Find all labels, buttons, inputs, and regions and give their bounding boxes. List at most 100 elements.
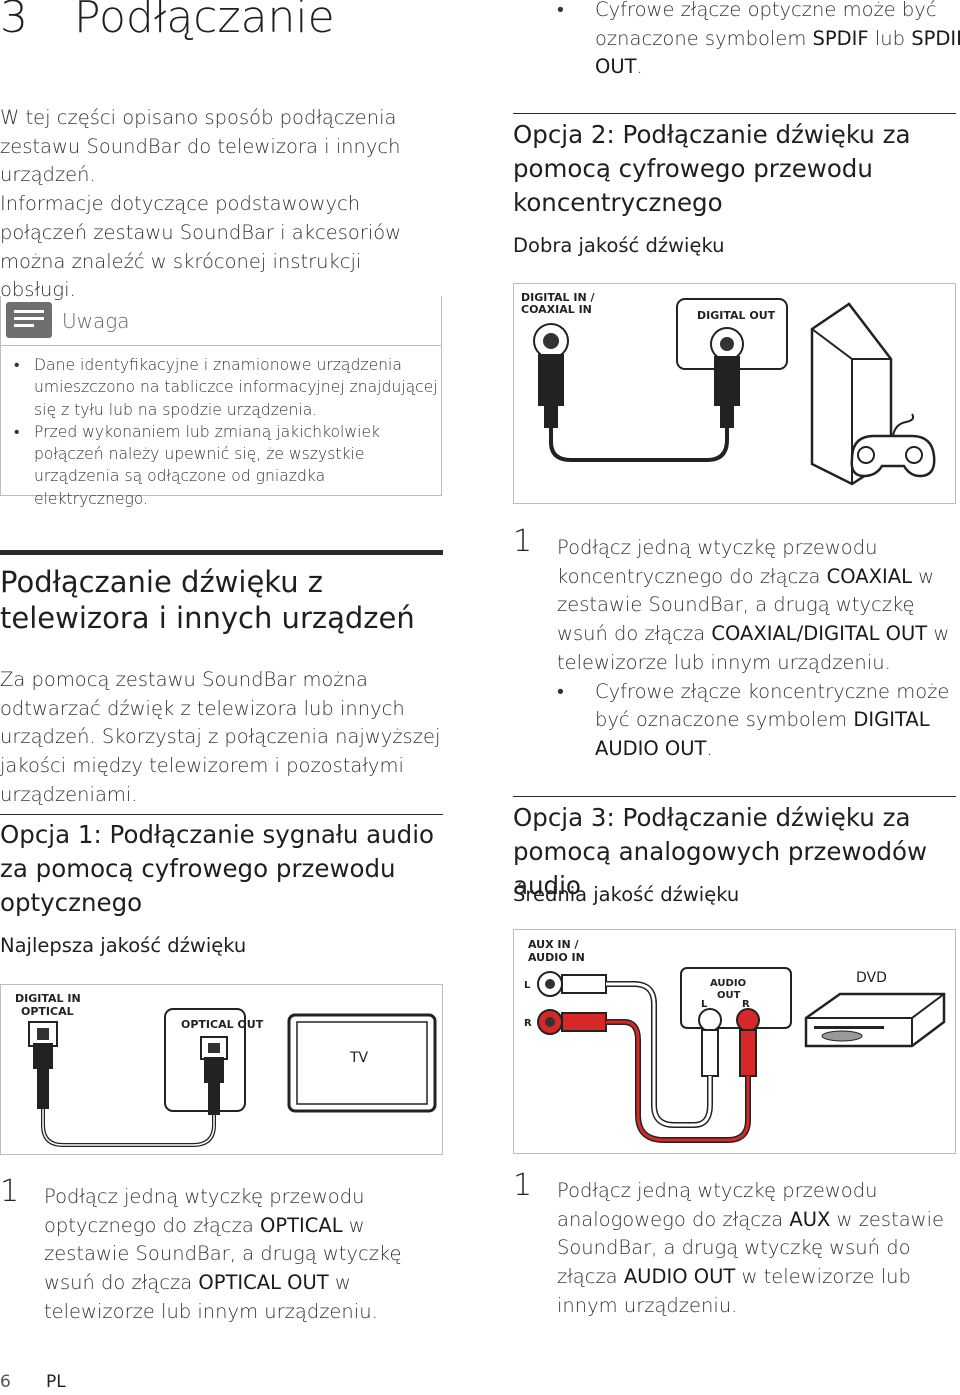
- aux-l-plug: [561, 974, 607, 994]
- optical-plug-right: [204, 1057, 224, 1083]
- option2-diagram: DIGITAL IN / COAXIAL IN DIGITAL OUT: [513, 283, 956, 504]
- optical-in-port-hole: [37, 1028, 49, 1040]
- gamepad-icon: [850, 434, 936, 478]
- note-list: Dane identyfikacyjne i znamionowe urządz…: [14, 354, 438, 510]
- option2-bullet-dot: •: [557, 679, 564, 703]
- option1-step-keyword-1: OPTICAL: [259, 1213, 343, 1237]
- tv-label: TV: [349, 1050, 369, 1066]
- option1-bullet-text-3: .: [636, 55, 643, 79]
- optical-plug-left-body: [37, 1069, 49, 1109]
- option1-step-text-3: w telewizorze lub innym urządzeniu.: [44, 1271, 378, 1323]
- note-label: Uwaga: [62, 309, 130, 333]
- option2-step-text-2: w zestawie SoundBar, a drugą wtyczkę wsu…: [557, 564, 935, 646]
- option3-step-text-1: Podłącz jedną wtyczkę przewodu analogowe…: [557, 1179, 878, 1231]
- optical-plug-left: [33, 1043, 53, 1069]
- option3-rule: [513, 796, 956, 797]
- option2-step-text-3: w telewizorze lub innym urządzeniu.: [557, 622, 950, 674]
- coaxial-out-label: DIGITAL OUT: [697, 309, 776, 322]
- coaxial-plug-right: [714, 356, 740, 406]
- option2-step: Podłącz jedną wtyczkę przewodu koncentry…: [557, 534, 957, 764]
- coaxial-plug-left: [538, 354, 564, 406]
- option1-quality: Najlepsza jakość dźwięku: [0, 934, 247, 957]
- option2-bullet-text-1: Cyfrowe złącze koncentryczne może być oz…: [595, 679, 950, 732]
- audio-out-l-plug: [701, 1029, 719, 1077]
- chapter-title: Podłączanie: [74, 0, 335, 43]
- dvd-player-edges: [806, 993, 945, 1046]
- option2-step-text-1: Podłącz jedną wtyczkę przewodu koncentry…: [557, 536, 878, 588]
- optical-out-port-hole: [208, 1043, 220, 1053]
- option1-title: Opcja 1: Podłączanie sygnału audio za po…: [0, 820, 435, 917]
- option2-rule: [513, 113, 956, 114]
- audio-out-label-1: AUDIO: [710, 978, 746, 989]
- option1-step-keyword-2: OPTICAL OUT: [198, 1271, 329, 1295]
- option1-step-text-1: Podłącz jedną wtyczkę przewodu optyczneg…: [44, 1185, 365, 1237]
- option1-bullet-text-2: lub: [868, 26, 912, 50]
- note-item-2: Przed wykonaniem lub zmianą jakichkolwie…: [14, 421, 438, 510]
- option2-bullet-text-2: .: [706, 736, 713, 760]
- option1-bullet-keyword-1: SPDIF: [812, 26, 869, 50]
- aux-in-l-port-center: [545, 979, 555, 989]
- option2-step-number: 1: [513, 524, 533, 559]
- optical-out-label: OPTICAL OUT: [181, 1018, 264, 1031]
- coaxial-out-port-center: [720, 337, 734, 351]
- optical-in-label-2: OPTICAL: [21, 1005, 74, 1018]
- coaxial-plug-left-neck: [544, 406, 558, 428]
- coaxial-plug-right-neck: [720, 406, 734, 428]
- option3-step-keyword-1: AUX: [789, 1207, 831, 1231]
- aux-r-plug: [561, 1012, 607, 1032]
- option2-step-paragraph: Podłącz jedną wtyczkę przewodu koncentry…: [557, 534, 957, 678]
- gamepad-buttons: [905, 446, 923, 464]
- aux-in-r-label: R: [524, 1018, 532, 1029]
- coaxial-in-label-1: DIGITAL IN /: [521, 291, 595, 304]
- aux-in-l-label: L: [524, 980, 531, 991]
- option1-diagram: DIGITAL IN OPTICAL OPTICAL OUT TV: [0, 984, 443, 1155]
- analog-connection-illustration: AUX IN / AUDIO IN L R AUDIO OUT L R DVD: [524, 938, 946, 1143]
- intro-paragraph-2: Informacje dotyczące podstawowych połącz…: [0, 192, 402, 302]
- page-number: 6: [0, 1372, 11, 1392]
- optical-cable-core: [42, 1109, 215, 1146]
- section-title: Podłączanie dźwięku z telewizora i innyc…: [0, 565, 415, 635]
- option3-step: Podłącz jedną wtyczkę przewodu analogowe…: [557, 1177, 957, 1321]
- intro-paragraph-1: W tej części opisano sposób podłączenia …: [0, 106, 401, 187]
- option3-title: Opcja 3: Podłączanie dźwięku za pomocą a…: [513, 803, 928, 900]
- audio-out-label-2: OUT: [717, 990, 741, 1001]
- section-body: Za pomocą zestawu SoundBar można odtwarz…: [0, 668, 441, 806]
- audio-out-l-port: [698, 1008, 722, 1032]
- audio-cable-left: [606, 982, 712, 1127]
- option1-bullet-keyword-2: SPDIF OUT: [595, 26, 960, 79]
- option3-diagram: AUX IN / AUDIO IN L R AUDIO OUT L R DVD: [513, 929, 956, 1154]
- option1-step-text-2: w zestawie SoundBar, a drugą wtyczkę wsu…: [44, 1213, 402, 1295]
- note-icon: [6, 302, 52, 338]
- gamepad-cable: [892, 413, 915, 437]
- option2-bullet: • Cyfrowe złącze koncentryczne może być o…: [557, 678, 957, 764]
- option2-step-keyword-1: COAXIAL: [826, 564, 912, 588]
- option1-bullet-dot: •: [557, 0, 564, 21]
- note-divider: [0, 345, 442, 346]
- optical-connection-illustration: DIGITAL IN OPTICAL OPTICAL OUT TV: [15, 992, 437, 1147]
- option2-quality: Dobra jakość dźwięku: [513, 234, 725, 257]
- option1-rule: [0, 814, 443, 815]
- optical-cable: [41, 1109, 216, 1147]
- note-item-1: Dane identyfikacyjne i znamionowe urządz…: [14, 354, 438, 421]
- chapter-number: 3: [0, 0, 28, 43]
- dvd-disc: [821, 1030, 863, 1042]
- dvd-label: DVD: [856, 970, 887, 986]
- optical-in-label-1: DIGITAL IN: [15, 992, 81, 1005]
- optical-plug-right-body: [208, 1083, 220, 1115]
- section-rule: [0, 550, 443, 555]
- aux-in-label-1: AUX IN /: [528, 938, 580, 951]
- option3-quality: Średnia jakość dźwięku: [513, 883, 740, 906]
- gamepad-dpad: [857, 446, 875, 464]
- option1-step-number: 1: [0, 1174, 20, 1209]
- option3-step-keyword-2: AUDIO OUT: [623, 1265, 736, 1289]
- option1-step: Podłącz jedną wtyczkę przewodu optyczneg…: [44, 1183, 444, 1327]
- page-language: PL: [46, 1372, 66, 1392]
- option1-step-paragraph: Podłącz jedną wtyczkę przewodu optyczneg…: [44, 1183, 444, 1327]
- option2-step-keyword-2: COAXIAL/DIGITAL OUT: [711, 622, 928, 646]
- aux-in-r-port-center: [545, 1017, 555, 1027]
- dvd-tray: [814, 1026, 884, 1029]
- intro-text: W tej części opisano sposób podłączenia …: [0, 104, 440, 305]
- coaxial-in-label-2: COAXIAL IN: [521, 303, 592, 316]
- audio-out-r-port: [736, 1008, 760, 1032]
- audio-out-r-plug: [739, 1029, 757, 1077]
